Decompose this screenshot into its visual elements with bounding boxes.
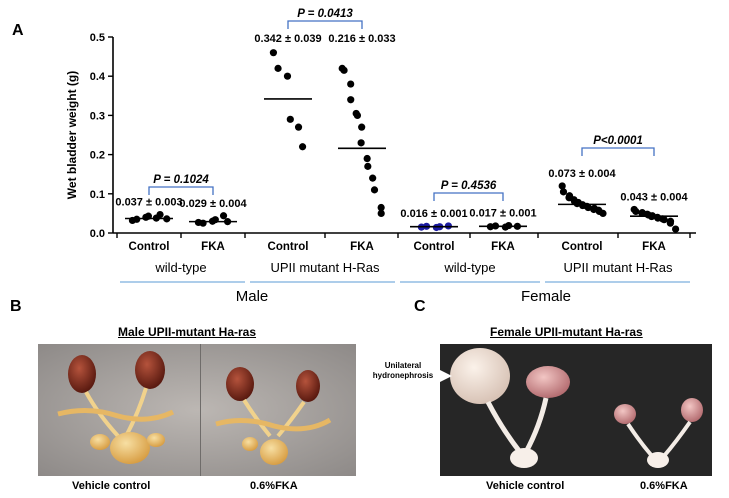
x-category-label: Control xyxy=(129,241,170,253)
group-stat-label: 0.017 ± 0.001 xyxy=(469,208,536,220)
data-point xyxy=(294,123,303,131)
x-category-label: FKA xyxy=(201,241,225,253)
female-bladder-photo xyxy=(440,344,712,476)
data-point xyxy=(666,219,674,227)
comparison-bracket xyxy=(287,20,363,29)
data-point xyxy=(340,66,348,74)
x-category-label: FKA xyxy=(491,241,515,253)
data-point xyxy=(364,162,372,170)
x-category-label: FKA xyxy=(350,241,374,253)
data-point xyxy=(632,207,640,216)
data-point xyxy=(199,219,207,227)
data-point xyxy=(377,203,385,212)
data-point xyxy=(347,96,355,104)
photo-b-caption-vehicle: Vehicle control xyxy=(72,480,151,492)
data-point xyxy=(347,80,355,88)
data-point xyxy=(269,49,278,57)
p-value-label: P<0.0001 xyxy=(593,135,643,147)
data-point xyxy=(558,182,566,190)
data-point xyxy=(363,154,371,163)
photo-b-caption-fka: 0.6%FKA xyxy=(250,480,298,492)
x-category-label: Control xyxy=(268,241,309,253)
subgroup-label: UPII mutant H-Ras xyxy=(270,260,380,275)
data-point xyxy=(377,209,385,217)
specimen-fka xyxy=(614,398,703,468)
data-point xyxy=(357,139,365,147)
group-stat-label: 0.342 ± 0.039 xyxy=(254,33,321,45)
group-stat-label: 0.043 ± 0.004 xyxy=(620,191,688,203)
y-tick-label: 0.0 xyxy=(90,228,105,240)
data-point xyxy=(286,115,294,123)
hydronephrosis-annotation: Unilateral hydronephrosis xyxy=(372,361,434,380)
data-point xyxy=(274,64,282,72)
specimen-fka xyxy=(215,367,332,465)
y-tick-label: 0.3 xyxy=(90,110,105,122)
data-point xyxy=(298,143,307,151)
data-point xyxy=(219,212,228,220)
group-stat-label: 0.029 ± 0.004 xyxy=(179,198,247,210)
data-point xyxy=(660,216,668,224)
comparison-bracket xyxy=(148,186,214,195)
panel-label-a: A xyxy=(12,22,24,39)
y-tick-label: 0.2 xyxy=(90,150,105,162)
group-stat-label: 0.016 ± 0.001 xyxy=(400,208,467,220)
subgroup-label: UPII mutant H-Ras xyxy=(563,260,673,275)
photo-divider xyxy=(200,344,201,476)
y-tick-label: 0.1 xyxy=(90,189,105,201)
group-stat-label: 0.037 ± 0.003 xyxy=(115,197,182,209)
data-point xyxy=(370,186,379,194)
p-value-label: P = 0.1024 xyxy=(153,174,209,186)
photo-c-title: Female UPII-mutant Ha-ras xyxy=(490,325,643,339)
data-point xyxy=(369,174,377,182)
y-tick-label: 0.4 xyxy=(90,71,106,83)
comparison-bracket xyxy=(433,192,504,201)
subgroup-label: wild-type xyxy=(443,260,495,275)
male-bladder-photo xyxy=(38,344,356,476)
data-point xyxy=(599,209,607,217)
data-point xyxy=(584,203,592,212)
group-stat-label: 0.073 ± 0.004 xyxy=(548,168,616,180)
panel-label-c: C xyxy=(414,298,426,315)
data-point xyxy=(672,225,680,233)
y-axis-title: Wet bladder weight (g) xyxy=(65,71,79,199)
data-point xyxy=(358,123,366,131)
photo-c-caption-fka: 0.6%FKA xyxy=(640,480,688,492)
x-category-label: FKA xyxy=(642,241,666,253)
photo-b-title: Male UPII-mutant Ha-ras xyxy=(118,325,257,339)
data-point xyxy=(283,72,292,80)
chart-axes xyxy=(108,20,696,283)
data-point xyxy=(156,210,164,219)
sex-label-male: Male xyxy=(236,288,269,305)
p-value-label: P = 0.0413 xyxy=(297,8,353,20)
group-stat-label: 0.216 ± 0.033 xyxy=(328,33,395,45)
annotation-arrow-icon xyxy=(440,370,452,382)
sex-label-female: Female xyxy=(521,288,571,305)
x-category-label: Control xyxy=(562,241,603,253)
comparison-bracket xyxy=(581,147,655,156)
p-value-label: P = 0.4536 xyxy=(441,180,497,192)
y-tick-label: 0.5 xyxy=(90,32,105,44)
specimen-vehicle-control xyxy=(450,348,570,468)
x-category-label: Control xyxy=(414,241,455,253)
panel-label-b: B xyxy=(10,298,22,315)
photo-c-caption-vehicle: Vehicle control xyxy=(486,480,565,492)
specimen-vehicle-control xyxy=(57,351,175,464)
subgroup-label: wild-type xyxy=(154,260,206,275)
chart-points xyxy=(125,49,680,233)
data-point xyxy=(559,188,568,196)
data-point xyxy=(353,111,362,119)
